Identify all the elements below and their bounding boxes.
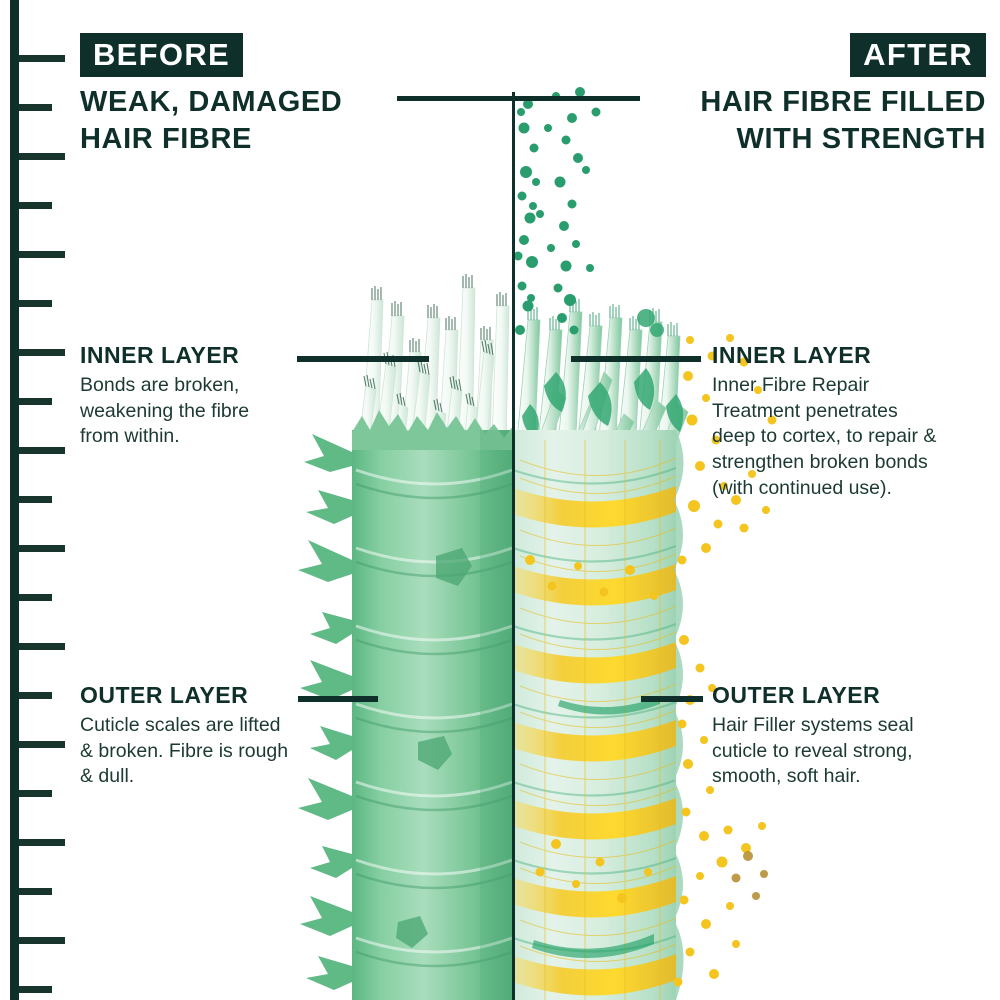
hair-filler-bands: [513, 486, 676, 996]
ruler-tick: [19, 398, 52, 405]
bond-particles-green: [513, 87, 601, 335]
ruler-tick: [19, 545, 65, 552]
headline-after: HAIR FIBRE FILLED WITH STRENGTH: [700, 86, 986, 155]
inner-connector-left: [297, 356, 429, 362]
callout-outer-layer-after: OUTER LAYER Hair Filler systems seal cut…: [712, 684, 914, 790]
filler-particles-amber: [731, 851, 768, 900]
ruler-tick: [19, 104, 52, 111]
ruler-tick: [19, 986, 52, 993]
headline-connector-left: [397, 96, 513, 101]
badge-after: AFTER: [850, 33, 986, 77]
cortex-fibre-bundle-left: [355, 274, 510, 507]
headline-before: WEAK, DAMAGED HAIR FIBRE: [80, 86, 343, 155]
ruler-tick: [19, 300, 52, 307]
outer-connector-right: [641, 696, 703, 702]
headline-connector-right: [513, 96, 640, 101]
ruler-tick: [19, 839, 65, 846]
ruler-tick: [19, 692, 52, 699]
cuticle-scales-left: [298, 410, 512, 1000]
callout-body: Cuticle scales are lifted & broken. Fibr…: [80, 714, 289, 788]
ruler-tick: [19, 202, 52, 209]
ruler-tick: [19, 937, 65, 944]
ruler-tick: [19, 888, 52, 895]
ruler-tick: [19, 153, 65, 160]
inner-connector-right: [571, 356, 701, 362]
callout-title: INNER LAYER: [712, 342, 872, 368]
ruler-tick: [19, 790, 52, 797]
callout-title: OUTER LAYER: [712, 682, 881, 708]
repaired-fibre-half: [513, 298, 689, 1000]
cuticle-scales-right: [513, 430, 684, 1000]
before-after-divider: [512, 92, 515, 1000]
ruler-tick: [19, 643, 65, 650]
ruler-tick: [19, 741, 65, 748]
callout-inner-layer-after: INNER LAYER Inner Fibre Repair Treatment…: [712, 344, 936, 502]
ruler-tick: [19, 496, 52, 503]
callout-body: Hair Filler systems seal cuticle to reve…: [712, 714, 914, 788]
cortex-fibre-bundle-right: [515, 298, 689, 505]
badge-before: BEFORE: [80, 33, 243, 77]
ruler-tick: [19, 55, 65, 62]
callout-title: INNER LAYER: [80, 342, 240, 368]
ruler-tick: [19, 447, 65, 454]
ruler-bar: [10, 0, 19, 1000]
callout-inner-layer-before: INNER LAYER Bonds are broken, weakening …: [80, 344, 249, 450]
ruler-tick: [19, 594, 52, 601]
ruler-tick: [19, 251, 65, 258]
callout-outer-layer-before: OUTER LAYER Cuticle scales are lifted & …: [80, 684, 288, 790]
callout-body: Inner Fibre Repair Treatment penetrates …: [712, 374, 937, 499]
damaged-fibre-half: [298, 274, 512, 1000]
outer-connector-left: [298, 696, 378, 702]
ruler-tick: [19, 349, 65, 356]
callout-title: OUTER LAYER: [80, 682, 249, 708]
callout-body: Bonds are broken, weakening the fibre fr…: [80, 374, 250, 448]
